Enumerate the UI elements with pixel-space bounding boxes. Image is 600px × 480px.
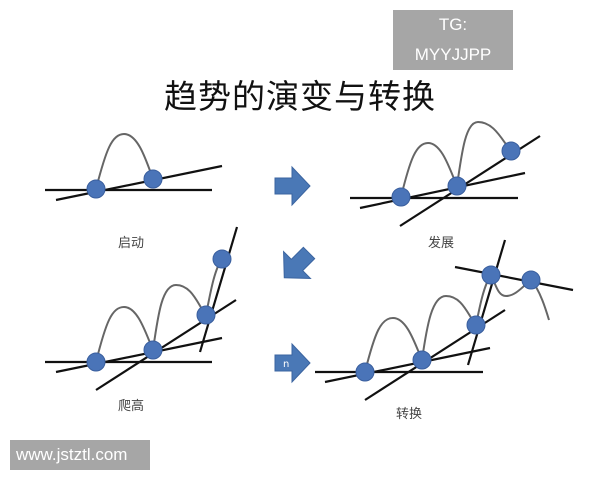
pivot-dot (196, 305, 216, 325)
price-curve (475, 273, 550, 326)
trend-line (55, 336, 223, 374)
watermark-badge-bottom: www.jstztl.com (10, 440, 150, 470)
panel-label-climb: 爬高 (118, 399, 145, 414)
trend-line (55, 164, 223, 202)
pivot-dot (143, 340, 163, 360)
pivot-dot (143, 169, 163, 189)
pivot-dot (412, 350, 432, 370)
price-curve (95, 305, 154, 363)
pivot-dot (447, 176, 467, 196)
pivot-dot (391, 187, 411, 207)
pivot-dot (466, 315, 486, 335)
pivot-dot (481, 265, 501, 285)
arrow-right-icon: n (274, 342, 311, 384)
arrow-right-icon (274, 165, 311, 207)
pivot-dot (212, 249, 232, 269)
watermark-badge-top: TG: MYYJJPP (393, 10, 513, 70)
price-curve (152, 283, 207, 351)
panel-reversal (315, 239, 574, 401)
pivot-dot (86, 352, 106, 372)
pivot-dot (521, 270, 541, 290)
arrow-label: n (283, 359, 289, 370)
trend-line (324, 346, 491, 384)
panel-develop (350, 120, 541, 227)
panel-label-reversal: 转换 (396, 407, 423, 422)
price-curve (95, 132, 154, 190)
panel-start (45, 132, 223, 202)
panel-label-develop: 发展 (428, 236, 455, 251)
diagram-title: 趋势的演变与转换 (164, 77, 436, 116)
price-curve (421, 294, 477, 361)
panel-label-start: 启动 (118, 236, 145, 251)
reversal-trend-line (454, 265, 574, 292)
pivot-dot (86, 179, 106, 199)
vertical-trend-line (198, 226, 239, 353)
vertical-trend-line (466, 239, 507, 366)
price-curve (400, 141, 458, 198)
pivot-dot (355, 362, 375, 382)
price-curve (364, 316, 423, 373)
pivot-dot (501, 141, 521, 161)
arrow-down-left-icon (283, 246, 316, 279)
trend-line (359, 171, 526, 210)
panel-climb (45, 226, 239, 391)
price-curve (456, 120, 512, 187)
